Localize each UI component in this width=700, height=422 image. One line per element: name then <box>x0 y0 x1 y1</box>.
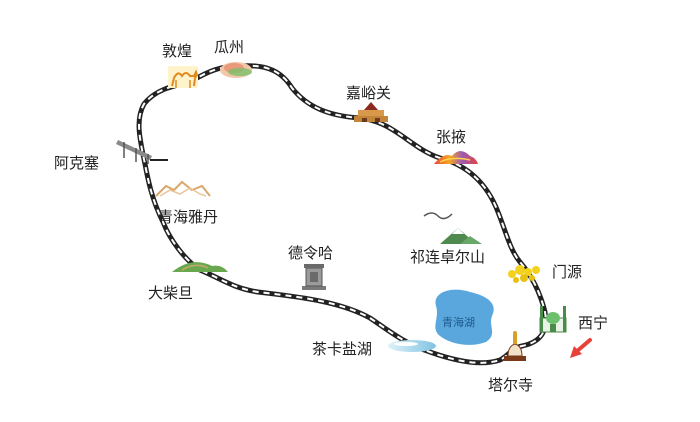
danxia-icon <box>434 151 478 164</box>
bridge-icon <box>116 140 168 164</box>
label-qinghai-lake: 青海湖 <box>442 316 475 329</box>
stupa-icon <box>504 331 526 361</box>
salt-lake-icon <box>388 340 436 352</box>
label-qilian: 祁连卓尔山 <box>410 248 486 266</box>
label-chaka: 茶卡盐湖 <box>312 340 373 358</box>
label-guazhou: 瓜州 <box>214 38 245 56</box>
label-aksai: 阿克塞 <box>54 154 100 172</box>
mosque-icon <box>539 306 567 333</box>
stele-icon <box>302 264 326 290</box>
start-arrow-icon <box>570 338 592 358</box>
label-dunhuang: 敦煌 <box>162 42 193 60</box>
label-jiayuguan: 嘉峪关 <box>346 84 392 102</box>
mountain-icon <box>423 212 482 244</box>
fortress-icon <box>354 102 388 122</box>
label-dachaidan: 大柴旦 <box>148 284 194 302</box>
label-taer: 塔尔寺 <box>488 376 534 394</box>
melon-icon <box>220 62 252 78</box>
yardang-icon <box>155 180 211 197</box>
label-yardang: 青海雅丹 <box>158 208 219 226</box>
rapeseed-icon <box>508 265 540 283</box>
hill-icon <box>172 262 228 272</box>
label-delingha: 德令哈 <box>288 244 334 262</box>
qinghai-lake-shape <box>435 289 494 345</box>
label-zhangye: 张掖 <box>436 128 467 146</box>
label-menyuan: 门源 <box>552 263 583 281</box>
camel-icon <box>168 66 199 88</box>
label-xining: 西宁 <box>578 314 609 332</box>
